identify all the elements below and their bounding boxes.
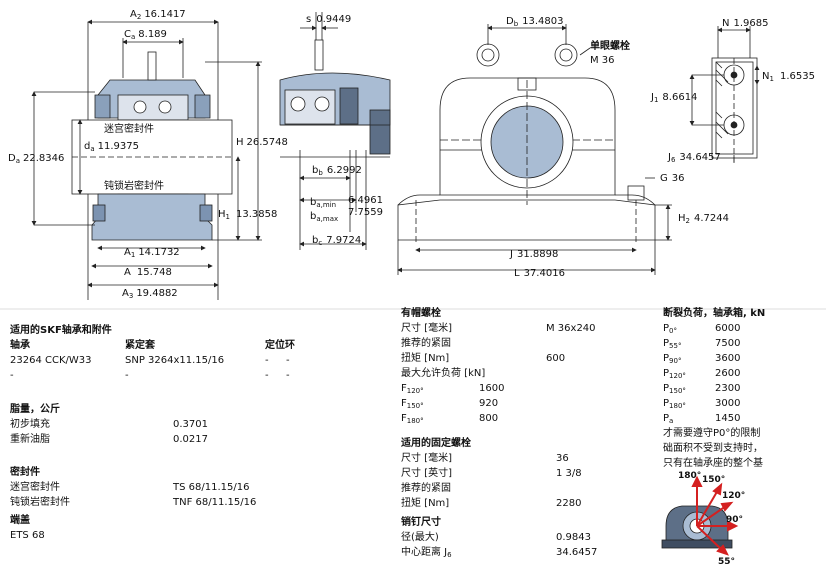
svg-text:ba,min: ba,min <box>310 197 336 209</box>
grease-title: 脂量，公斤 <box>10 404 60 415</box>
svg-text:N11.6535: N11.6535 <box>762 71 815 83</box>
cap-bolt-row: 尺寸 [毫米] M 36x240 <box>401 323 596 334</box>
grease-row: 重新油脂 0.0217 <box>10 434 208 445</box>
sleeve-col-header: 紧定套 <box>125 340 155 351</box>
angle-55-label: 55° <box>718 557 735 567</box>
breaking-load-row: P55° 7500 <box>663 338 741 350</box>
cap-bolt-table: 有帽螺栓 尺寸 [毫米] M 36x240 推荐的紧固 扭矩 [Nm] 600 … <box>401 306 641 426</box>
fixing-bolt-table: 适用的固定螺栓 尺寸 [毫米] 36 尺寸 [英寸] 1 3/8 推荐的紧固 扭… <box>401 436 641 560</box>
front-view-drawing <box>397 24 672 275</box>
breaking-load-row: P120° 2600 <box>663 368 741 380</box>
accessories-row: 23264 CCK/W33 SNP 3264x11.15/16 - - <box>10 355 290 366</box>
angle-120-label: 120° <box>722 491 745 501</box>
svg-text:Ca8.189: Ca8.189 <box>124 29 167 41</box>
breaking-load-note: 础面积不受到支持时， <box>663 443 763 454</box>
svg-text:7.7559: 7.7559 <box>348 207 383 218</box>
fixing-bolt-row: 尺寸 [英寸] 1 3/8 <box>401 468 582 479</box>
breaking-load-row: Pa 1450 <box>663 413 741 425</box>
breaking-load-title: 断裂负荷，轴承箱, kN <box>663 308 766 319</box>
svg-text:bb6.2992: bb6.2992 <box>312 165 362 177</box>
svg-text:M 36: M 36 <box>590 55 615 66</box>
cap-bolt-load-row: F180° 800 <box>401 413 499 425</box>
svg-text:A15.748: A15.748 <box>124 267 172 278</box>
svg-text:6.4961: 6.4961 <box>348 195 383 206</box>
svg-text:N1.9685: N1.9685 <box>722 18 768 29</box>
load-direction-diagram: 180° 150° 120° 90° 55° <box>661 471 745 567</box>
svg-text:bc7.9724: bc7.9724 <box>312 235 361 247</box>
cap-bolt-row: 推荐的紧固 <box>401 338 451 349</box>
svg-text:J31.8898: J31.8898 <box>509 249 558 260</box>
cap-bolt-load-row: F120° 1600 <box>401 383 505 395</box>
svg-text:J18.6614: J18.6614 <box>650 92 697 104</box>
breaking-load-row: P180° 3000 <box>663 398 741 410</box>
breaking-load-row: P0° 6000 <box>663 323 741 335</box>
seals-title: 密封件 <box>10 467 40 478</box>
top-detail-drawing <box>689 26 760 165</box>
grease-row: 初步填充 0.3701 <box>10 419 208 430</box>
breaking-load-note: 只有在轴承座的整个基 <box>663 458 763 469</box>
angle-90-label: 90° <box>726 515 743 525</box>
seals-table: 密封件 迷宫密封件 TS 68/11.15/16 钝锁岩密封件 TNF 68/1… <box>10 465 390 543</box>
accessories-header: 轴承 紧定套 定位环 <box>10 338 390 353</box>
breaking-load-row: P150° 2300 <box>663 383 741 395</box>
dowel-row: 径(最大) 0.9843 <box>401 532 591 543</box>
cap-bolt-title: 有帽螺栓 <box>401 308 441 319</box>
svg-text:钝锁岩密封件: 钝锁岩密封件 <box>104 179 164 192</box>
svg-text:H26.5748: H26.5748 <box>236 137 288 148</box>
cap-bolt-row: 扭矩 [Nm] 600 <box>401 353 566 364</box>
breaking-load-row: P90° 3600 <box>663 353 741 365</box>
svg-text:单眼螺栓: 单眼螺栓 <box>590 39 630 52</box>
svg-text:ba,max: ba,max <box>310 211 338 223</box>
accessories-row: - - - - <box>10 370 290 381</box>
breaking-load-table: 断裂负荷，轴承箱, kN P0° 6000 P55° 7500 P90° 360… <box>663 306 823 471</box>
fixing-bolt-title: 适用的固定螺栓 <box>401 438 471 449</box>
endcover-title: 端盖 <box>10 515 30 526</box>
angle-150-label: 150° <box>702 475 725 485</box>
endcover-row: ETS 68 <box>10 530 45 541</box>
bearing-col-header: 轴承 <box>10 340 30 351</box>
side-section-drawing <box>31 19 262 300</box>
seal-row: 迷宫密封件 TS 68/11.15/16 <box>10 482 250 493</box>
svg-text:迷宫密封件: 迷宫密封件 <box>104 122 154 135</box>
dowel-row: 中心距离 J6 34.6457 <box>401 547 598 559</box>
svg-text:H24.7244: H24.7244 <box>678 213 729 225</box>
svg-text:s0.9449: s0.9449 <box>306 14 351 25</box>
seal-row: 钝锁岩密封件 TNF 68/11.15/16 <box>10 497 257 508</box>
svg-text:L37.4016: L37.4016 <box>514 268 565 279</box>
ring-col-header: 定位环 <box>265 340 295 351</box>
cap-bolt-load-row: F150° 920 <box>401 398 499 410</box>
fixing-bolt-row: 尺寸 [毫米] 36 <box>401 453 569 464</box>
dowel-title: 销钉尺寸 <box>401 517 441 528</box>
cap-bolt-row: 最大允许负荷 [kN] <box>401 368 486 379</box>
fixing-bolt-row: 扭矩 [Nm] 2280 <box>401 498 582 509</box>
breaking-load-note: 才需要遵守P0°的限制 <box>663 428 761 439</box>
cross-section-drawing <box>279 12 391 250</box>
grease-table: 脂量，公斤 初步填充 0.3701 重新油脂 0.0217 <box>10 402 390 447</box>
accessories-title: 适用的SKF轴承和附件 <box>10 325 112 336</box>
accessories-table: 适用的SKF轴承和附件 轴承 紧定套 定位环 23264 CCK/W33 SNP… <box>10 323 390 383</box>
svg-text:G36: G36 <box>660 173 684 184</box>
angle-180-label: 180° <box>678 471 701 481</box>
fixing-bolt-row: 推荐的紧固 <box>401 483 451 494</box>
